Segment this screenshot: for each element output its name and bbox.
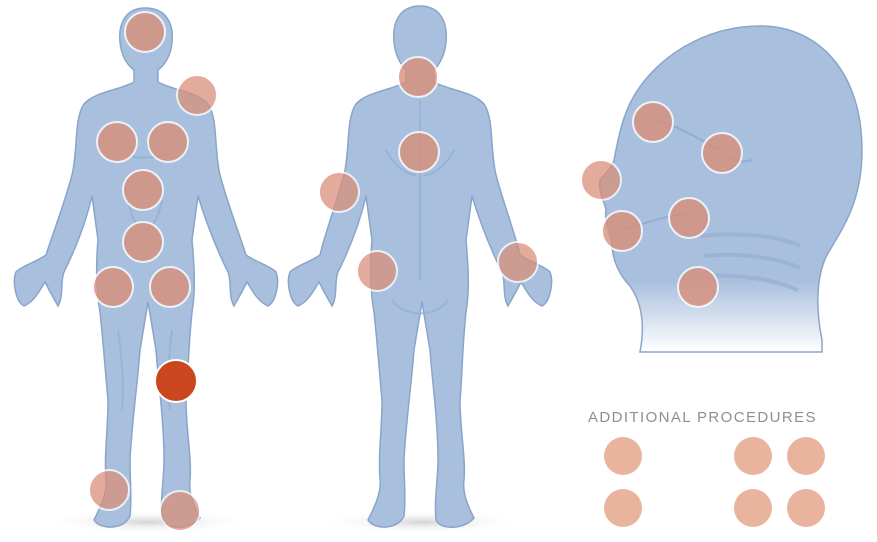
head-hotspot-cheek[interactable] [669, 198, 709, 238]
front-hotspot-upper-abdomen[interactable] [123, 170, 163, 210]
back-hotspot-wrist[interactable] [498, 242, 538, 282]
additional-procedure-dot-1[interactable] [604, 437, 642, 475]
front-hotspot-chest-right[interactable] [148, 122, 188, 162]
front-figure-shadow [43, 510, 253, 534]
front-hotspot-ankle-left[interactable] [89, 470, 129, 510]
back-hotspot-upper-back[interactable] [399, 132, 439, 172]
additional-procedure-dot-3[interactable] [787, 437, 825, 475]
back-hotspot-neck[interactable] [398, 57, 438, 97]
front-hotspot-foot-right[interactable] [160, 491, 200, 531]
front-hotspot-face[interactable] [125, 12, 165, 52]
back-hotspot-lower-back[interactable] [357, 251, 397, 291]
front-hotspot-chest-left[interactable] [97, 122, 137, 162]
head-hotspot-ear[interactable] [702, 133, 742, 173]
additional-procedure-dot-6[interactable] [787, 489, 825, 527]
head-profile-figure [600, 26, 862, 352]
back-figure-shadow [322, 510, 522, 534]
additional-procedure-dot-5[interactable] [734, 489, 772, 527]
front-body-figure [14, 8, 277, 527]
additional-procedure-dot-4[interactable] [604, 489, 642, 527]
head-hotspot-chin[interactable] [602, 211, 642, 251]
front-hotspot-hip-left[interactable] [93, 267, 133, 307]
front-hotspot-knee-active[interactable] [155, 360, 197, 402]
additional-procedure-dot-2[interactable] [734, 437, 772, 475]
additional-procedures-title: ADDITIONAL PROCEDURES [588, 409, 863, 426]
back-hotspot-elbow[interactable] [319, 172, 359, 212]
front-hotspot-lower-abdomen[interactable] [123, 222, 163, 262]
head-hotspot-nose[interactable] [581, 160, 621, 200]
head-hotspot-jaw[interactable] [678, 267, 718, 307]
head-hotspot-forehead[interactable] [633, 102, 673, 142]
front-hotspot-shoulder[interactable] [177, 75, 217, 115]
front-hotspot-hip-right[interactable] [150, 267, 190, 307]
